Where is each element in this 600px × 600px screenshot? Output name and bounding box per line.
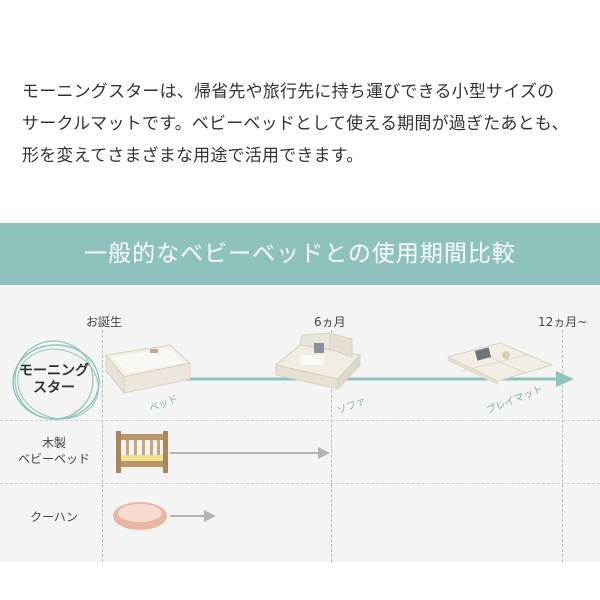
row-divider-1 [0,420,600,421]
morningstar-label-line-1: モーニング [19,363,89,379]
row-divider-2 [0,483,600,484]
comparison-chart: お誕生 6ヵ月 12ヵ月~ [0,285,600,562]
chart-graphics [12,332,574,530]
timeline-end-label: 12ヵ月~ [538,315,588,329]
gridline-start [102,330,103,562]
gridline-12-months [562,330,563,562]
wooden-bed-usage-arrow [170,447,330,459]
wooden-bed-label-line-1: 木製 [41,436,66,450]
intro-line-2: サークルマットです。ベビーベッドとして使える期間が過ぎたあとも、 [22,114,569,134]
play-mat-image [446,342,554,385]
kuhan-usage-arrow [170,510,216,522]
comparison-banner: 一般的なベビーベッドとの使用期間比較 [0,223,600,285]
timeline-start-label: お誕生 [86,315,123,329]
wooden-bed-label: 木製 ベビーベッド [14,435,94,467]
sofa-mat-image [274,332,361,391]
intro-line-1: モーニングスターは、帰省先や旅行先に持ち運びできる小型サイズの [22,82,555,102]
timeline-mid-label: 6ヵ月 [314,315,346,329]
intro-text: モーニングスターは、帰省先や旅行先に持ち運びできる小型サイズの サークルマットで… [22,76,592,172]
intro-line-3: 形を変えてさまざまな用途で活用できます。 [22,146,364,166]
wooden-bed-label-line-2: ベビーベッド [17,452,90,466]
gridline-6-months [331,330,332,562]
morningstar-label-line-2: スター [33,380,75,396]
bed-mat-image [105,344,192,395]
kuhan-basket-icon [113,502,167,530]
morningstar-circle-icon [12,340,100,420]
wooden-crib-icon [116,431,168,473]
morningstar-label: モーニング スター [14,363,94,397]
kuhan-label: クーハン [30,510,78,524]
